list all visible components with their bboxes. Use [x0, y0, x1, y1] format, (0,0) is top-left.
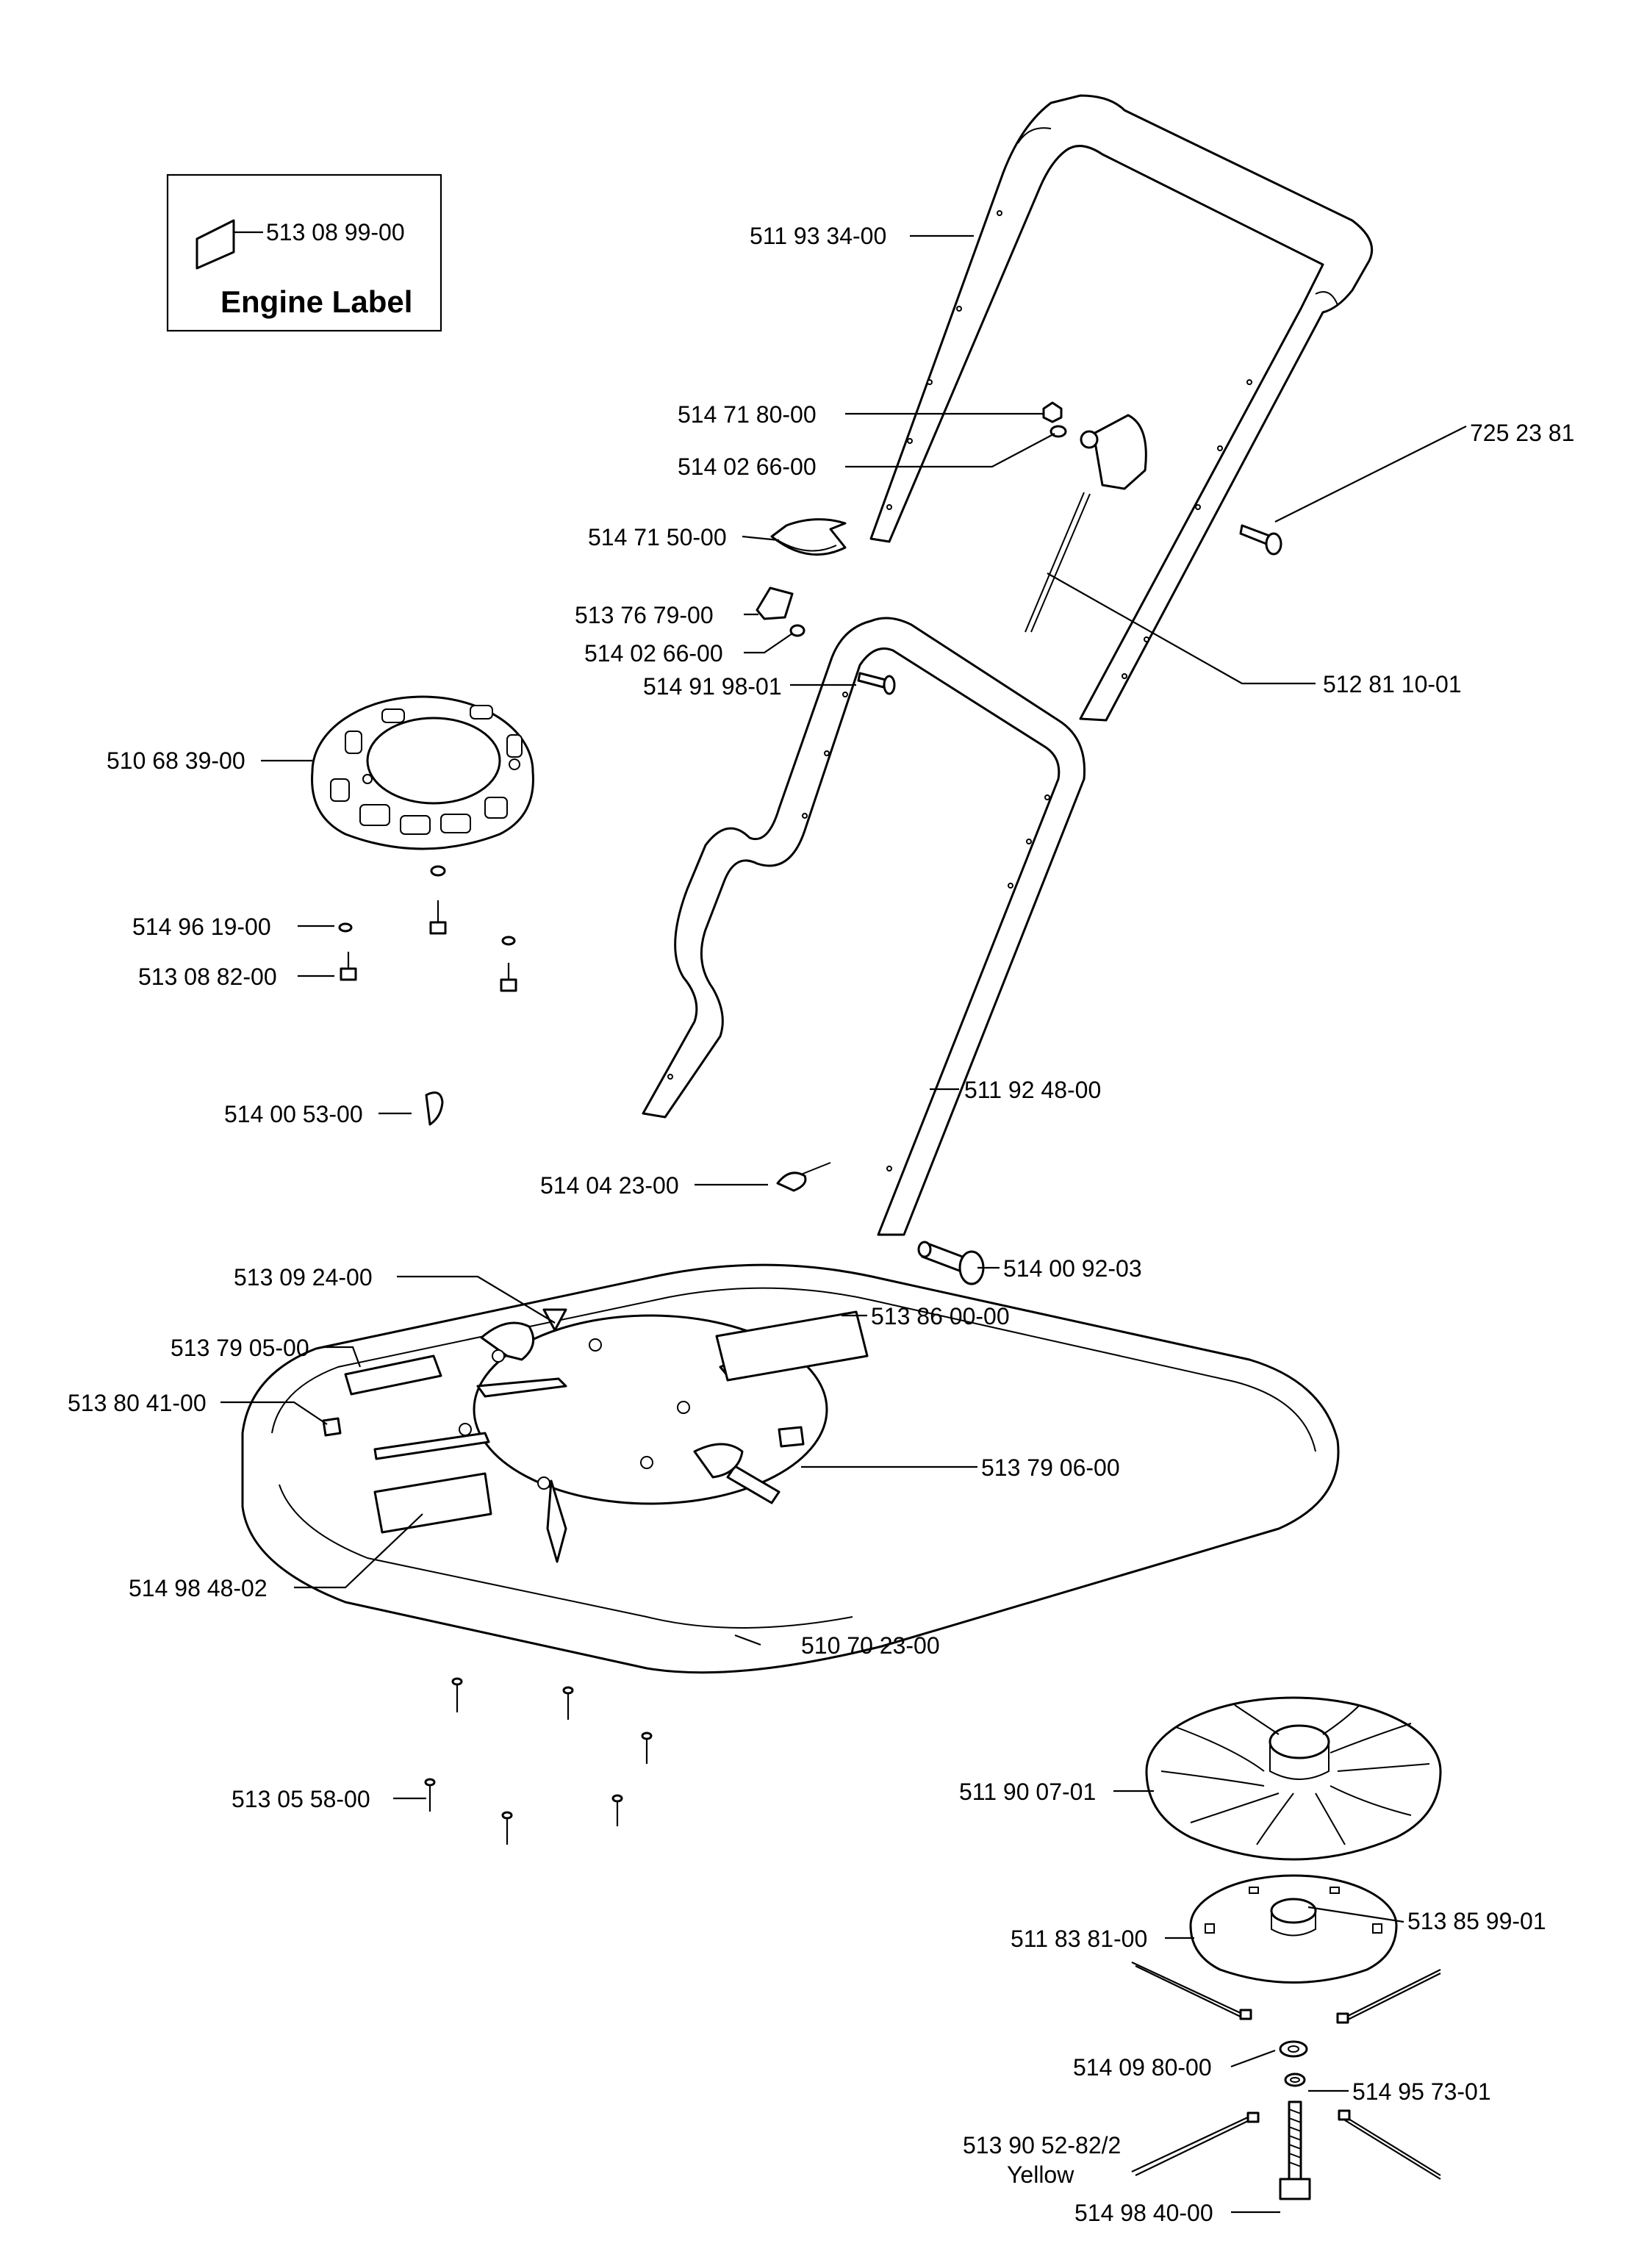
- lower-handle: [642, 617, 1086, 1236]
- label-511-92-48-00: 511 92 48-00: [964, 1077, 1101, 1103]
- label-514-98-40-00: 514 98 40-00: [1074, 2200, 1213, 2226]
- label-511-93-34-00: 511 93 34-00: [750, 223, 886, 249]
- engine-label-sticker-icon: [195, 219, 235, 270]
- label-514-95-73-01: 514 95 73-01: [1352, 2078, 1491, 2105]
- key-514-00-53-00: [425, 1091, 444, 1126]
- label-514-71-50-00: 514 71 50-00: [588, 524, 727, 550]
- label-513-08-82-00: 513 08 82-00: [138, 963, 277, 990]
- label-511-83-81-00: 511 83 81-00: [1011, 1926, 1147, 1952]
- mower-hood: [241, 1263, 1340, 1674]
- upper-handle: [869, 94, 1374, 722]
- label-514-00-53-00: 514 00 53-00: [224, 1101, 363, 1127]
- knob-513-76-79-00: [756, 586, 805, 637]
- label-513-79-05-00: 513 79 05-00: [171, 1335, 309, 1361]
- hood-screws: [424, 1677, 653, 1845]
- nut-washer: [1042, 401, 1067, 438]
- top-ring-cover: [311, 695, 534, 850]
- label-513-09-24-00: 513 09 24-00: [234, 1264, 373, 1291]
- label-514-04-23-00: 514 04 23-00: [540, 1172, 679, 1199]
- label-513-90-52-82-2: 513 90 52-82/2: [963, 2132, 1121, 2158]
- engine-label-caption: Engine Label: [220, 284, 412, 319]
- brake-control-lever: [1025, 414, 1147, 633]
- cooling-fan: [1145, 1696, 1442, 1861]
- label-513-85-99-01: 513 85 99-01: [1407, 1908, 1546, 1934]
- blade-holder-disc: [1189, 1874, 1398, 1984]
- cutting-cords: [1131, 1962, 1441, 2180]
- engine-label-part-number: 513 08 99-00: [266, 219, 405, 245]
- label-513-86-00-00: 513 86 00-00: [871, 1303, 1010, 1329]
- screws-washers: [338, 865, 517, 992]
- label-511-90-07-01: 511 90 07-01: [959, 1779, 1096, 1805]
- label-510-70-23-00: 510 70 23-00: [801, 1632, 940, 1659]
- label-514-02-66-00-a: 514 02 66-00: [678, 453, 817, 480]
- center-washers: [1279, 2040, 1308, 2087]
- label-513-80-41-00: 513 80 41-00: [68, 1390, 207, 1416]
- part-labels: 511 93 34-00 514 71 80-00 514 02 66-00 7…: [68, 223, 1574, 2226]
- label-513-76-79-00: 513 76 79-00: [575, 602, 714, 628]
- clip-514-04-23-00: [776, 1162, 831, 1192]
- bolt-725-23-81: [1239, 524, 1282, 556]
- label-512-81-10-01: 512 81 10-01: [1323, 671, 1462, 697]
- pivot-pin: [917, 1241, 985, 1285]
- leader-lines: [220, 234, 1467, 2214]
- cable-clip: [770, 518, 847, 556]
- label-513-05-58-00: 513 05 58-00: [232, 1786, 370, 1812]
- label-510-68-39-00: 510 68 39-00: [107, 747, 245, 774]
- label-514-71-80-00: 514 71 80-00: [678, 401, 817, 428]
- label-514-02-66-00-b: 514 02 66-00: [584, 640, 723, 667]
- label-514-00-92-03: 514 00 92-03: [1003, 1255, 1142, 1282]
- engine-label-box: 513 08 99-00 Engine Label: [166, 173, 442, 332]
- label-513-79-06-00: 513 79 06-00: [981, 1454, 1120, 1481]
- label-yellow: Yellow: [1007, 2161, 1074, 2188]
- bolt-514-91-98-01: [857, 672, 896, 695]
- center-bolt: [1279, 2100, 1311, 2200]
- label-725-23-81: 725 23 81: [1470, 420, 1574, 446]
- label-514-96-19-00: 514 96 19-00: [132, 914, 271, 940]
- label-514-09-80-00: 514 09 80-00: [1073, 2054, 1212, 2081]
- label-514-98-48-02: 514 98 48-02: [129, 1575, 268, 1601]
- label-514-91-98-01: 514 91 98-01: [643, 673, 782, 700]
